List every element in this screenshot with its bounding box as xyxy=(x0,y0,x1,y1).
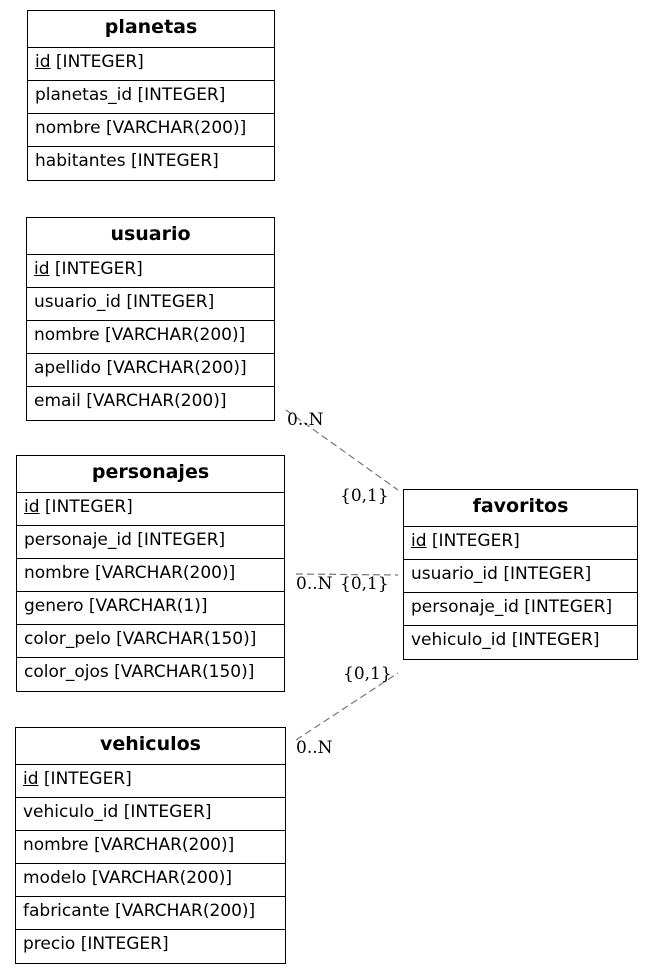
field-name: apellido xyxy=(34,358,102,378)
field-name: fabricante xyxy=(23,901,110,921)
field-type: [INTEGER] xyxy=(44,497,133,517)
primary-key-name: id xyxy=(23,769,39,789)
field-name: habitantes xyxy=(35,151,126,171)
field-name: email xyxy=(34,391,81,411)
field-type: [VARCHAR(200)] xyxy=(95,563,236,583)
field-row: color_pelo [VARCHAR(150)] xyxy=(17,625,284,658)
entity-title: personajes xyxy=(17,456,284,493)
field-row: nombre [VARCHAR(200)] xyxy=(16,831,285,864)
field-type: [INTEGER] xyxy=(524,597,613,617)
field-type: [VARCHAR(150)] xyxy=(114,662,255,682)
field-name: personaje_id xyxy=(24,530,132,550)
field-type: [INTEGER] xyxy=(137,85,226,105)
relation-line-personajes-favoritos xyxy=(295,573,399,576)
entity-title: usuario xyxy=(27,218,274,255)
field-row: apellido [VARCHAR(200)] xyxy=(27,354,274,387)
field-row: id [INTEGER] xyxy=(27,255,274,288)
cardinality-label-favoritos-side: {0,1} xyxy=(340,574,389,594)
field-type: [INTEGER] xyxy=(80,934,169,954)
entity-title: planetas xyxy=(28,11,274,48)
field-type: [INTEGER] xyxy=(43,769,132,789)
field-name: nombre xyxy=(24,563,90,583)
cardinality-label-personajes-side: 0..N xyxy=(296,574,333,594)
field-name: nombre xyxy=(23,835,89,855)
entity-vehiculos[interactable]: vehiculos id [INTEGER] vehiculo_id [INTE… xyxy=(15,727,286,964)
field-name: planetas_id xyxy=(35,85,133,105)
entity-personajes[interactable]: personajes id [INTEGER] personaje_id [IN… xyxy=(16,455,285,692)
primary-key-name: id xyxy=(24,497,40,517)
primary-key-name: id xyxy=(35,52,51,72)
field-row: id [INTEGER] xyxy=(16,765,285,798)
field-type: [VARCHAR(1)] xyxy=(88,596,208,616)
relation-line-usuario-favoritos xyxy=(285,409,399,491)
field-name: genero xyxy=(24,596,84,616)
field-row: id [INTEGER] xyxy=(17,493,284,526)
field-row: personaje_id [INTEGER] xyxy=(404,593,637,626)
field-name: vehiculo_id xyxy=(23,802,119,822)
cardinality-label-favoritos-side: {0,1} xyxy=(340,486,389,506)
cardinality-label-vehiculos-side: 0..N xyxy=(296,738,333,758)
primary-key-name: id xyxy=(411,531,427,551)
field-type: [VARCHAR(150)] xyxy=(116,629,257,649)
entity-usuario[interactable]: usuario id [INTEGER] usuario_id [INTEGER… xyxy=(26,217,275,421)
relation-line-vehiculos-favoritos xyxy=(295,672,399,741)
field-row: planetas_id [INTEGER] xyxy=(28,81,274,114)
field-type: [VARCHAR(200)] xyxy=(105,325,246,345)
field-type: [INTEGER] xyxy=(126,292,215,312)
field-type: [VARCHAR(200)] xyxy=(106,118,247,138)
field-name: nombre xyxy=(35,118,101,138)
field-name: personaje_id xyxy=(411,597,519,617)
field-row: nombre [VARCHAR(200)] xyxy=(28,114,274,147)
entity-title: favoritos xyxy=(404,490,637,527)
field-row: precio [INTEGER] xyxy=(16,930,285,963)
field-row: personaje_id [INTEGER] xyxy=(17,526,284,559)
field-name: modelo xyxy=(23,868,87,888)
field-row: vehiculo_id [INTEGER] xyxy=(16,798,285,831)
field-row: modelo [VARCHAR(200)] xyxy=(16,864,285,897)
field-name: color_pelo xyxy=(24,629,111,649)
field-type: [VARCHAR(200)] xyxy=(114,901,256,921)
field-type: [INTEGER] xyxy=(511,630,600,650)
entity-favoritos[interactable]: favoritos id [INTEGER] usuario_id [INTEG… xyxy=(403,489,638,660)
field-type: [INTEGER] xyxy=(130,151,219,171)
field-row: color_ojos [VARCHAR(150)] xyxy=(17,658,284,691)
entity-title: vehiculos xyxy=(16,728,285,765)
field-type: [INTEGER] xyxy=(137,530,226,550)
field-type: [INTEGER] xyxy=(431,531,520,551)
field-row: usuario_id [INTEGER] xyxy=(27,288,274,321)
field-name: color_ojos xyxy=(24,662,109,682)
field-row: email [VARCHAR(200)] xyxy=(27,387,274,420)
field-type: [VARCHAR(200)] xyxy=(94,835,235,855)
field-type: [INTEGER] xyxy=(55,52,144,72)
cardinality-label-favoritos-side: {0,1} xyxy=(343,664,392,684)
field-name: precio xyxy=(23,934,76,954)
field-type: [INTEGER] xyxy=(54,259,143,279)
field-row: usuario_id [INTEGER] xyxy=(404,560,637,593)
field-name: usuario_id xyxy=(411,564,498,584)
field-type: [VARCHAR(200)] xyxy=(106,358,247,378)
field-name: nombre xyxy=(34,325,100,345)
cardinality-label-usuario-side: 0..N xyxy=(287,410,324,430)
field-row: id [INTEGER] xyxy=(404,527,637,560)
field-name: vehiculo_id xyxy=(411,630,507,650)
field-row: nombre [VARCHAR(200)] xyxy=(17,559,284,592)
field-type: [INTEGER] xyxy=(123,802,212,822)
field-type: [INTEGER] xyxy=(503,564,592,584)
field-row: id [INTEGER] xyxy=(28,48,274,81)
field-row: fabricante [VARCHAR(200)] xyxy=(16,897,285,930)
field-row: vehiculo_id [INTEGER] xyxy=(404,626,637,659)
entity-planetas[interactable]: planetas id [INTEGER] planetas_id [INTEG… xyxy=(27,10,275,181)
field-row: genero [VARCHAR(1)] xyxy=(17,592,284,625)
field-row: nombre [VARCHAR(200)] xyxy=(27,321,274,354)
field-type: [VARCHAR(200)] xyxy=(91,868,232,888)
field-row: habitantes [INTEGER] xyxy=(28,147,274,180)
field-type: [VARCHAR(200)] xyxy=(86,391,227,411)
field-name: usuario_id xyxy=(34,292,121,312)
primary-key-name: id xyxy=(34,259,50,279)
